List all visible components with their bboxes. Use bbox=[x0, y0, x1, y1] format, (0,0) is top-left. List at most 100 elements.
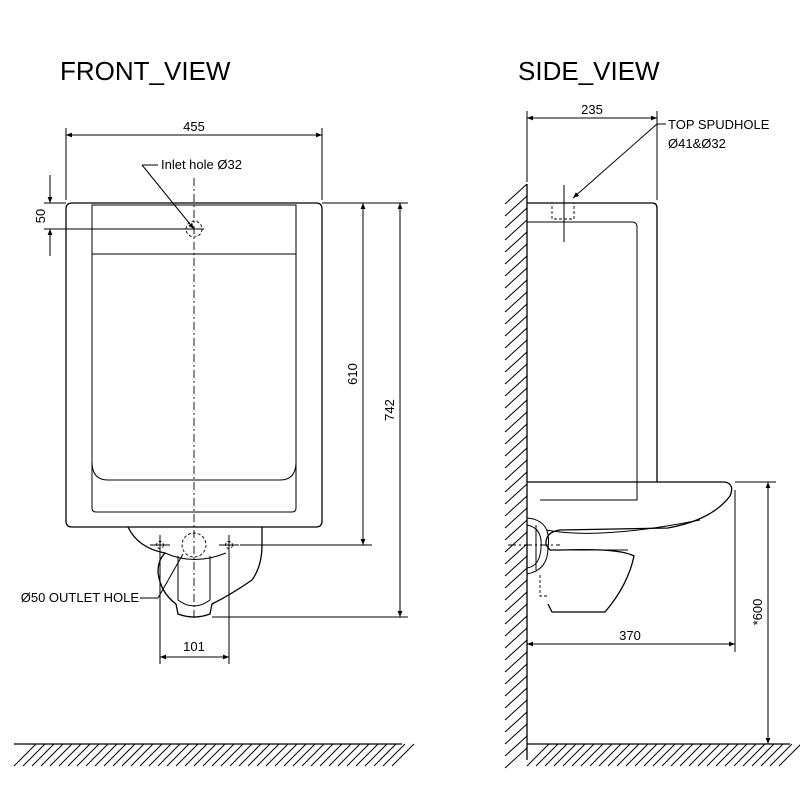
hatch-stroke bbox=[562, 743, 586, 767]
side-view-title: SIDE_VIEW bbox=[518, 56, 660, 86]
dim-610-label: 610 bbox=[345, 363, 360, 385]
hatch-stroke bbox=[504, 555, 528, 577]
hatch-stroke bbox=[504, 711, 528, 733]
hatch-stroke bbox=[504, 387, 528, 409]
hatch-stroke bbox=[130, 743, 154, 767]
hatch-stroke bbox=[13, 743, 37, 767]
hatch-stroke bbox=[607, 743, 631, 767]
hatch-stroke bbox=[544, 743, 568, 767]
hatch-stroke bbox=[504, 435, 528, 457]
hatch-stroke bbox=[625, 743, 649, 767]
hatch-stroke bbox=[391, 743, 415, 767]
hatch-stroke bbox=[643, 743, 667, 767]
hatch-stroke bbox=[504, 351, 528, 373]
side-body-outline bbox=[527, 202, 658, 483]
hatch-stroke bbox=[184, 743, 208, 767]
hatch-stroke bbox=[504, 531, 528, 553]
hatch-stroke bbox=[504, 579, 528, 601]
hatch-stroke bbox=[504, 687, 528, 709]
hatch-stroke bbox=[715, 743, 739, 767]
front-floor-hatch bbox=[13, 743, 415, 767]
hatch-stroke bbox=[76, 743, 100, 767]
hatch-stroke bbox=[778, 744, 800, 767]
front-bowl-outline bbox=[127, 526, 263, 618]
hatch-stroke bbox=[526, 743, 550, 767]
hatch-stroke bbox=[504, 255, 528, 277]
hatch-stroke bbox=[504, 615, 528, 637]
hatch-stroke bbox=[504, 543, 528, 565]
hatch-stroke bbox=[504, 483, 528, 505]
outlet-leader bbox=[157, 553, 184, 599]
dim-235-label: 235 bbox=[581, 102, 603, 117]
hatch-stroke bbox=[148, 743, 172, 767]
hatch-stroke bbox=[504, 267, 528, 289]
hatch-stroke bbox=[238, 743, 262, 767]
hatch-stroke bbox=[310, 743, 334, 767]
hatch-stroke bbox=[292, 743, 316, 767]
dim-742-label: 742 bbox=[382, 399, 397, 421]
hatch-stroke bbox=[504, 735, 528, 757]
hatch-stroke bbox=[373, 743, 397, 767]
dim-50-label: 50 bbox=[33, 209, 48, 223]
hatch-stroke bbox=[504, 411, 528, 433]
dim-600-label: *600 bbox=[750, 599, 765, 626]
hatch-stroke bbox=[504, 723, 528, 745]
hatch-stroke bbox=[652, 743, 676, 767]
hatch-stroke bbox=[504, 447, 528, 469]
hatch-stroke bbox=[121, 743, 145, 767]
hatch-stroke bbox=[85, 743, 109, 767]
side-hidden-drain bbox=[539, 575, 548, 597]
hatch-stroke bbox=[706, 743, 730, 767]
spud-label-line2: Ø41&Ø32 bbox=[668, 136, 726, 151]
hatch-stroke bbox=[274, 743, 298, 767]
hatch-stroke bbox=[580, 743, 604, 767]
hatch-stroke bbox=[364, 743, 388, 767]
hatch-stroke bbox=[346, 743, 370, 767]
hatch-stroke bbox=[504, 219, 528, 241]
hatch-stroke bbox=[40, 743, 64, 767]
hatch-stroke bbox=[265, 743, 289, 767]
hatch-stroke bbox=[504, 303, 528, 325]
hatch-stroke bbox=[247, 743, 271, 767]
hatch-stroke bbox=[589, 743, 613, 767]
hatch-stroke bbox=[31, 743, 55, 767]
spud-leader bbox=[572, 123, 658, 199]
hatch-stroke bbox=[504, 423, 528, 445]
hatch-stroke bbox=[504, 747, 528, 769]
dim-370-label: 370 bbox=[619, 628, 641, 643]
hatch-stroke bbox=[504, 399, 528, 421]
hatch-stroke bbox=[157, 743, 181, 767]
hatch-stroke bbox=[661, 743, 685, 767]
hatch-stroke bbox=[504, 375, 528, 397]
side-floor-hatch bbox=[526, 743, 800, 767]
hatch-stroke bbox=[49, 743, 73, 767]
hatch-stroke bbox=[256, 743, 280, 767]
inlet-leader bbox=[141, 164, 195, 230]
hatch-stroke bbox=[166, 743, 190, 767]
hatch-stroke bbox=[504, 567, 528, 589]
hatch-stroke bbox=[553, 743, 577, 767]
front-view-title: FRONT_VIEW bbox=[60, 56, 231, 86]
hatch-stroke bbox=[504, 243, 528, 265]
front-body-outline bbox=[65, 202, 323, 528]
hatch-stroke bbox=[504, 495, 528, 517]
hatch-stroke bbox=[535, 743, 559, 767]
hatch-stroke bbox=[139, 743, 163, 767]
hatch-stroke bbox=[504, 627, 528, 649]
hatch-stroke bbox=[355, 743, 379, 767]
spud-hole-icon bbox=[551, 202, 575, 220]
hatch-stroke bbox=[697, 743, 721, 767]
hatch-stroke bbox=[504, 231, 528, 253]
hatch-stroke bbox=[58, 743, 82, 767]
side-trap-outer bbox=[526, 517, 550, 575]
hatch-stroke bbox=[94, 743, 118, 767]
dim-101-label: 101 bbox=[183, 639, 205, 654]
hatch-stroke bbox=[229, 743, 253, 767]
hatch-stroke bbox=[193, 743, 217, 767]
hatch-stroke bbox=[22, 743, 46, 767]
hatch-stroke bbox=[760, 743, 784, 767]
hatch-stroke bbox=[504, 315, 528, 337]
front-view: 455 Inlet hole Ø32 50 610 742 Ø50 OUTLET… bbox=[13, 119, 415, 767]
hatch-stroke bbox=[504, 459, 528, 481]
